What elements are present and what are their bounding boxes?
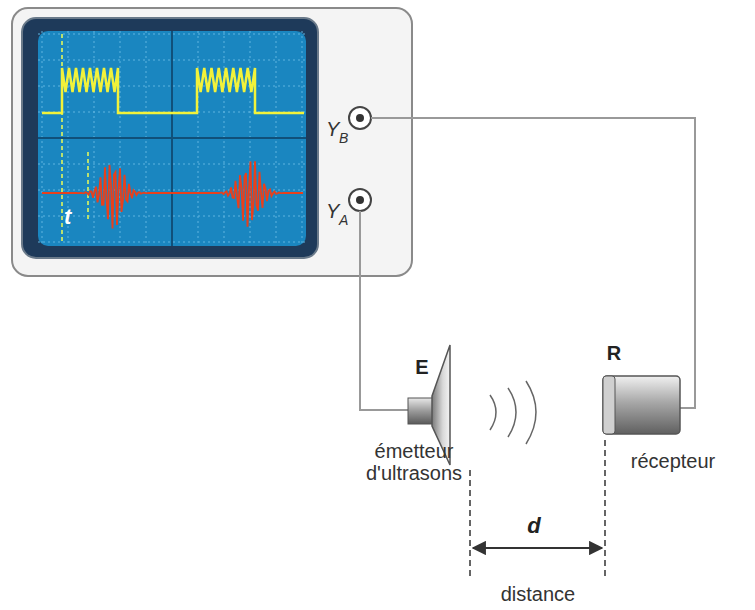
- receiver-letter: R: [607, 342, 621, 364]
- receiver-label: récepteur: [631, 450, 716, 472]
- input-connector: [356, 196, 364, 204]
- sound-waves: [490, 381, 536, 444]
- time-marker: [87, 152, 89, 222]
- emitter-letter: E: [415, 356, 428, 378]
- wire: [371, 118, 695, 408]
- oscilloscope-body: [12, 8, 412, 276]
- input-subscript: B: [339, 131, 348, 146]
- dimension-line: [604, 440, 606, 580]
- received-signal: [42, 161, 303, 228]
- wire: [360, 211, 410, 410]
- emitter-label: émetteur d'ultrasons: [354, 440, 474, 484]
- dimension-line: [469, 470, 471, 580]
- distance-label: distance: [501, 583, 576, 605]
- receiver-face: [603, 376, 615, 434]
- time-marker: [61, 34, 63, 244]
- emitted-signal: [42, 68, 304, 113]
- receiver-body: [603, 376, 680, 434]
- input-subscript: A: [339, 213, 348, 228]
- screen: [38, 31, 306, 246]
- input-connector: [349, 189, 371, 211]
- screen-frame: [22, 18, 318, 258]
- input-connector: [349, 107, 371, 129]
- input-label: Y: [326, 200, 339, 222]
- input-label: Y: [326, 118, 339, 140]
- screen-axis: [38, 137, 306, 139]
- input-connector: [356, 114, 364, 122]
- emitter-body: [408, 398, 434, 424]
- time-label: t: [64, 205, 71, 229]
- dimension-arrow: [473, 547, 602, 549]
- distance-symbol: d: [527, 514, 540, 538]
- screen-grid: [38, 31, 306, 246]
